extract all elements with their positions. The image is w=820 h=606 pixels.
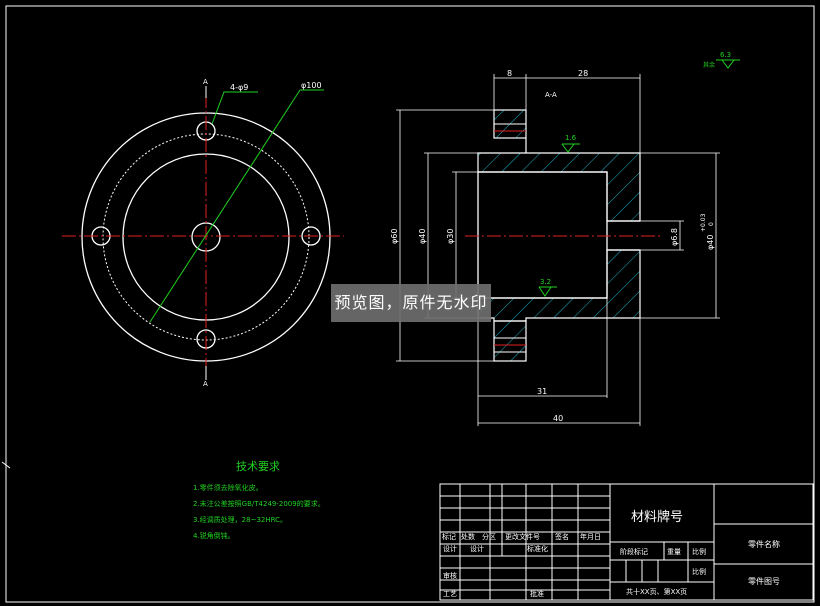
- drawing-no-label: 零件图号: [748, 576, 780, 586]
- dim-d40: φ40: [418, 229, 427, 244]
- roughness-bottom-value: 3.2: [540, 278, 551, 286]
- flange-bottom-section: [493, 320, 527, 362]
- body-top-section: [477, 138, 641, 222]
- material-label: 材料牌号: [631, 509, 683, 525]
- scale-label-2: 比例: [692, 567, 706, 576]
- part-name-label: 零件名称: [748, 539, 780, 549]
- dim-d40-tolerance: φ40: [706, 235, 715, 250]
- drawing-border: [5, 5, 815, 603]
- roughness-general-label: 其余: [703, 61, 715, 69]
- hole-callout-text: 4-φ9: [230, 83, 248, 92]
- process-label: 工艺: [443, 590, 457, 598]
- inner-bore: [477, 171, 608, 299]
- section-mark-bottom: A: [203, 380, 208, 388]
- dim-flange-width: 8: [507, 69, 512, 78]
- header-change-doc: 更改文件号: [505, 532, 540, 541]
- dim-d40-tol-lower: 0: [708, 222, 715, 226]
- sheets-label: 共十XX页、第XX页: [626, 587, 687, 596]
- bolt-hole-right: [301, 226, 321, 246]
- title-block: [439, 483, 814, 601]
- tech-req-title: 技术要求: [236, 460, 280, 473]
- dim-d6-8: φ6.8: [670, 228, 679, 246]
- tech-req-item-2: 2.未注公差按照GB/T4249-2009的要求。: [193, 499, 325, 508]
- section-title: A-A: [545, 91, 557, 99]
- approve-label: 批准: [530, 589, 544, 598]
- tech-req-item-4: 4.锐角倒钝。: [193, 531, 235, 540]
- dim-d60: φ60: [390, 229, 399, 244]
- watermark-overlay: 预览图，原件无水印: [331, 284, 491, 322]
- end-view: [62, 86, 344, 380]
- dim-d40-tol-upper: +0.03: [700, 213, 707, 232]
- dim-inner-length: 31: [537, 387, 547, 396]
- header-signature: 签名: [555, 532, 569, 541]
- diameter-leader: [149, 89, 301, 323]
- standardize-label: 标准化: [527, 544, 548, 553]
- header-zone: 分区: [482, 532, 496, 541]
- header-date: 年月日: [580, 532, 601, 541]
- header-mark: 标记: [442, 532, 456, 541]
- dim-body-width: 28: [578, 69, 588, 78]
- dim-d30: φ30: [446, 229, 455, 244]
- hole-callout-leader: [211, 91, 258, 125]
- roughness-top-value: 1.6: [565, 134, 577, 142]
- scale-label: 比例: [692, 547, 706, 556]
- stage-mark-label: 阶段标记: [620, 547, 648, 556]
- weight-label: 重量: [667, 548, 681, 556]
- design-label: 设计: [443, 544, 457, 553]
- tech-req-item-3: 3.经调质处理，28~32HRC。: [193, 515, 287, 524]
- body-bottom-section: [477, 249, 641, 322]
- review-label: 审核: [443, 571, 457, 580]
- section-mark-top: A: [203, 78, 208, 86]
- roughness-general-value: 6.3: [720, 51, 731, 59]
- diameter-callout-text: φ100: [301, 81, 322, 90]
- dim-total-length: 40: [553, 414, 563, 423]
- tech-req-item-1: 1.零件须去除氧化皮。: [193, 483, 263, 492]
- section-view: [396, 59, 740, 426]
- header-count: 处数: [461, 532, 475, 541]
- design-label-2: 设计: [470, 544, 484, 553]
